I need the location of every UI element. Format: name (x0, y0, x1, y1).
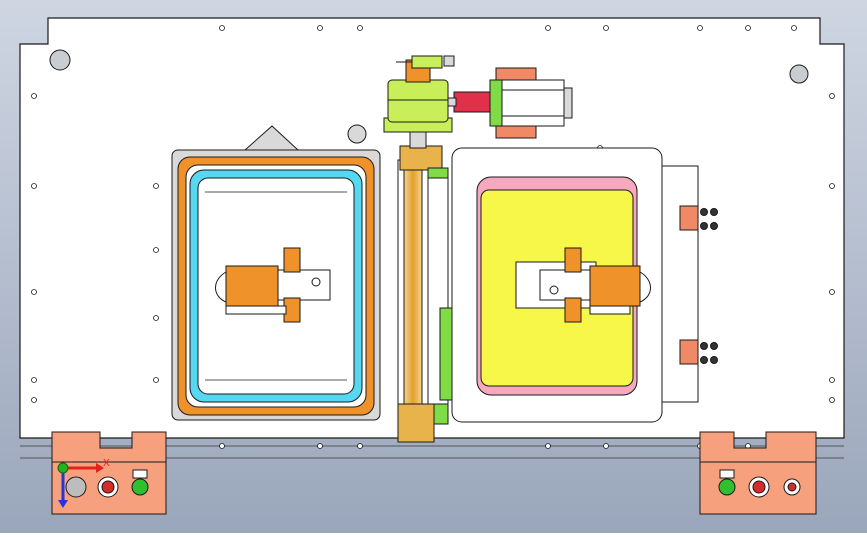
encoder-housing (411, 55, 443, 69)
screw-hole (153, 247, 159, 253)
shaft-coupling (453, 91, 491, 113)
axis-z-arrowhead (58, 500, 68, 508)
screw-hole (31, 397, 37, 403)
screw-hole (829, 377, 835, 383)
screw-hole (357, 443, 363, 449)
left-clamp-pivot (311, 277, 321, 287)
screw-hole (31, 93, 37, 99)
left-clamp-slide (277, 269, 331, 301)
screw-hole (219, 443, 225, 449)
screw-hole (829, 93, 835, 99)
screw-hole (697, 25, 703, 31)
screw-hole (357, 25, 363, 31)
screw-hole (31, 183, 37, 189)
coupling-shaft (447, 97, 457, 107)
left-clamp-rail (225, 305, 287, 315)
right-panel-switch[interactable] (719, 469, 735, 479)
mount-hole-large-right (789, 64, 809, 84)
rail-bolt (700, 342, 708, 350)
rod-top-bearing (399, 145, 443, 171)
left-clamp-block-top (283, 247, 301, 273)
left-panel-button-red-cap[interactable] (101, 480, 115, 494)
screw-hole (829, 397, 835, 403)
right-clamp-body (589, 265, 641, 307)
rail-bolt (710, 208, 718, 216)
right-panel-button-small-cap[interactable] (787, 482, 797, 492)
encoder-connector (443, 55, 455, 67)
screw-hole (153, 315, 159, 321)
right-clamp-pivot (549, 285, 559, 295)
left-panel-button-green[interactable] (131, 478, 149, 496)
screw-hole (317, 25, 323, 31)
screw-hole (219, 25, 225, 31)
rod-top-bracket (427, 167, 449, 179)
servo-motor-endcap (563, 87, 573, 119)
screw-hole (545, 443, 551, 449)
plate-screw-holes (31, 25, 835, 449)
axis-x-arrowhead (96, 463, 104, 473)
right-clamp-block-bottom (564, 297, 582, 323)
screw-hole (829, 183, 835, 189)
axis-triad: X (57, 458, 110, 508)
screw-hole (545, 25, 551, 31)
rail-bolt (700, 356, 708, 364)
rail-bolt (710, 222, 718, 230)
gearbox-body (387, 79, 449, 123)
rail-bolt (700, 222, 708, 230)
rail-bolt (710, 356, 718, 364)
axis-x-label: X (103, 458, 110, 469)
axis-y-dot (57, 462, 69, 474)
screw-hole (153, 183, 159, 189)
right-clamp-block-top (564, 247, 582, 273)
left-clamp-body (225, 265, 279, 307)
right-panel-button-red-cap[interactable] (752, 480, 766, 494)
screw-hole (603, 443, 609, 449)
right-clamp-slide (539, 269, 591, 301)
screw-hole (317, 443, 323, 449)
servo-motor-flange (489, 79, 503, 127)
screw-hole (791, 25, 797, 31)
screw-hole (153, 377, 159, 383)
screw-hole (31, 289, 37, 295)
right-rail-stop-top (679, 205, 699, 231)
screw-hole (829, 289, 835, 295)
right-rail-stop-bottom (679, 339, 699, 365)
rail-bolt (700, 208, 708, 216)
screw-hole (603, 25, 609, 31)
rail-bolt (710, 342, 718, 350)
left-panel-button-gray[interactable] (65, 476, 87, 498)
left-panel-switch[interactable] (132, 469, 148, 479)
linear-rod (403, 161, 423, 417)
screw-hole (745, 25, 751, 31)
left-station-knob (347, 124, 367, 144)
screw-hole (31, 377, 37, 383)
rod-side-bracket (439, 307, 453, 401)
right-panel-button-green[interactable] (718, 478, 736, 496)
left-clamp-cable (215, 271, 227, 303)
servo-motor (501, 79, 565, 127)
rod-bottom-block (397, 403, 435, 443)
rod-bottom-plate (433, 403, 449, 425)
right-clamp-rail (589, 305, 631, 315)
gearbox-output-shaft (409, 131, 427, 149)
right-clamp-cable (639, 271, 651, 303)
mount-hole-large-left (49, 49, 71, 71)
